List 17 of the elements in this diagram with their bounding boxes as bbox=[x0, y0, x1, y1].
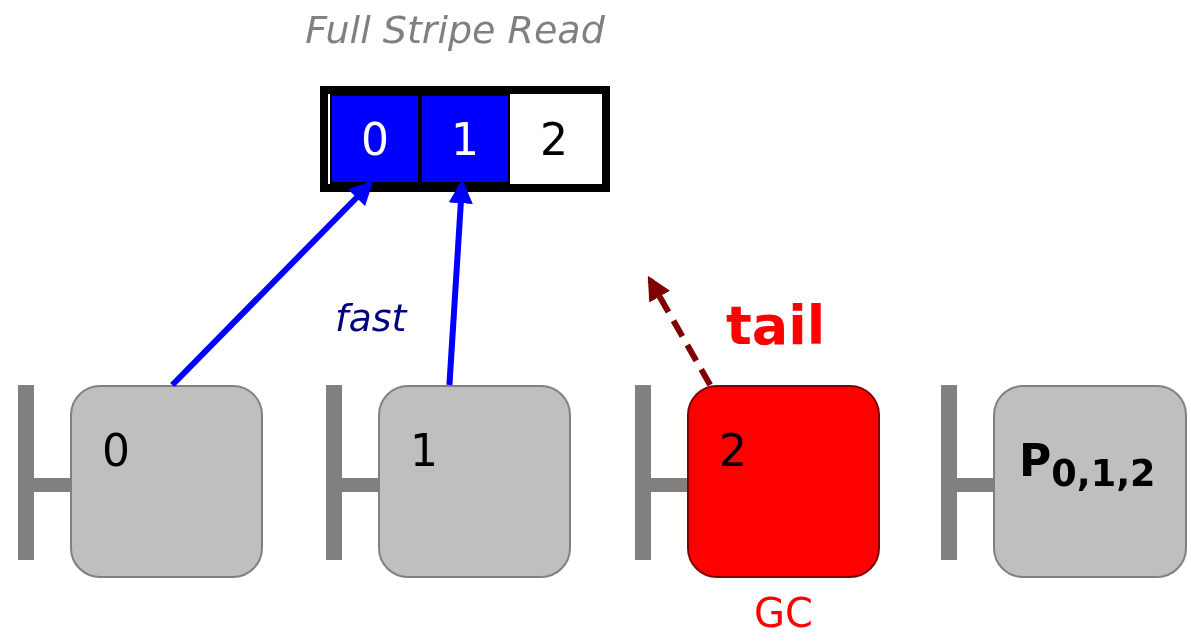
drive-label: 1 bbox=[410, 425, 438, 476]
stripe-block: 1 bbox=[420, 94, 510, 184]
arrow bbox=[170, 180, 374, 388]
drive-box bbox=[70, 385, 263, 578]
stripe-title: Full Stripe Read bbox=[304, 8, 606, 52]
drive-box bbox=[687, 385, 880, 578]
drive-caption: GC bbox=[753, 590, 814, 636]
drive-box bbox=[993, 385, 1187, 578]
drive-label: 0 bbox=[102, 425, 130, 476]
arrow bbox=[647, 275, 713, 387]
drive-label: P$_{0,1,2}$ bbox=[1019, 435, 1156, 495]
stripe-block: 0 bbox=[330, 94, 420, 184]
drive-label: 2 bbox=[719, 425, 747, 476]
drive-box bbox=[378, 385, 571, 578]
latency-label: tail bbox=[726, 294, 826, 357]
speed-label: fast bbox=[335, 296, 407, 340]
arrow bbox=[446, 179, 473, 386]
